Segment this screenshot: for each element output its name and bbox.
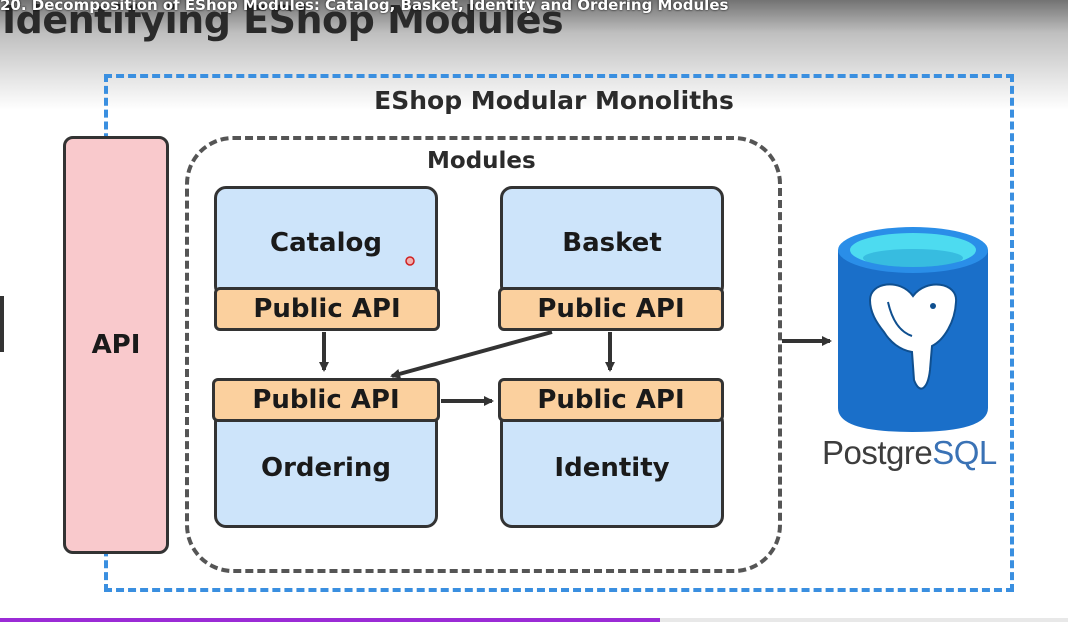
- ordering-public-api: Public API: [212, 378, 440, 422]
- basket-label: Basket: [562, 228, 662, 258]
- postgresql-logo-text: PostgreSQL: [822, 434, 997, 471]
- basket-public-api: Public API: [498, 287, 724, 331]
- video-progress-bar[interactable]: [0, 618, 660, 622]
- identity-public-api: Public API: [498, 378, 724, 422]
- basket-module: [500, 186, 724, 298]
- api-label: API: [91, 330, 141, 360]
- catalog-label: Catalog: [270, 228, 382, 258]
- postgresql-elephant-icon: [868, 283, 958, 390]
- postgresql-database-icon: [838, 227, 988, 432]
- modules-title: Modules: [427, 148, 536, 174]
- catalog-public-api: Public API: [214, 287, 440, 331]
- video-progress-remaining[interactable]: [660, 618, 1068, 622]
- video-title: 20. Decomposition of EShop Modules: Cata…: [0, 0, 729, 14]
- ordering-label: Ordering: [260, 453, 392, 483]
- cursor-dot: [405, 256, 415, 266]
- slide-title: Identifying EShop Modules: [2, 0, 564, 42]
- catalog-module: [214, 186, 438, 298]
- arrow-basket-to-ordering: [390, 330, 553, 379]
- identity-label: Identity: [554, 453, 670, 483]
- monolith-title: EShop Modular Monoliths: [374, 86, 734, 115]
- api-gateway-bar: [63, 136, 169, 554]
- modules-boundary: [185, 136, 782, 573]
- left-edge-mark: [0, 296, 4, 352]
